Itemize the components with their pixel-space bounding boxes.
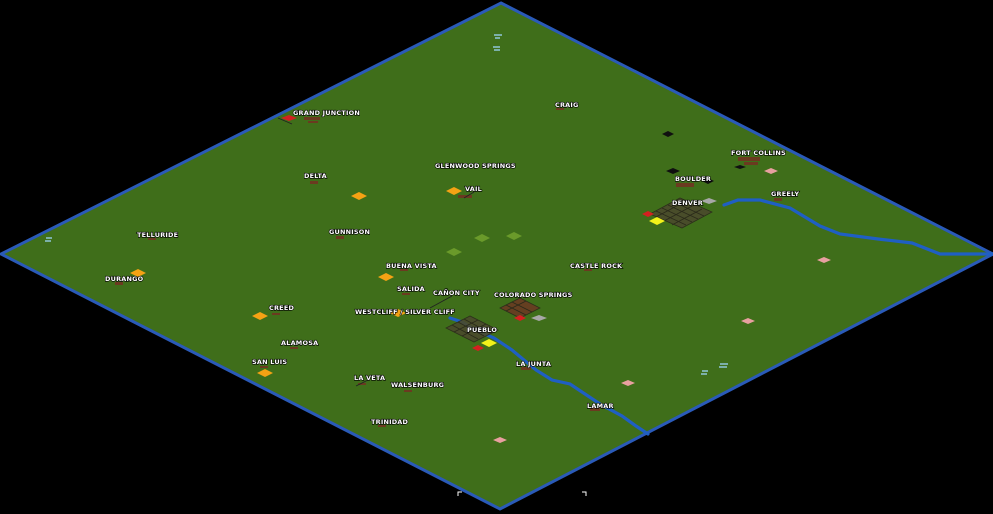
town-label-denver: DENVER bbox=[672, 199, 703, 207]
town-label-boulder: BOULDER bbox=[675, 175, 711, 183]
town-label-gunnison: GUNNISON bbox=[329, 228, 370, 236]
town-label-fort-collins: FORT COLLINS bbox=[731, 149, 786, 157]
town-label-buena-vista: BUENA VISTA bbox=[386, 262, 437, 270]
farmland-industries bbox=[493, 168, 831, 443]
town-label-telluride: TELLURIDE bbox=[137, 231, 178, 239]
town-label-trinidad: TRINIDAD bbox=[371, 418, 409, 426]
town-labels: GRAND JUNCTION CRAIG FORT COLLINS BOULDE… bbox=[104, 100, 799, 426]
town-label-westcliff-silver-cliff: WESTCLIFF / SILVER CLIFF bbox=[355, 308, 455, 316]
town-label-greely: GREELY bbox=[771, 190, 799, 198]
bank-industries bbox=[481, 217, 665, 347]
town-label-alamosa: ALAMOSA bbox=[281, 339, 318, 347]
town-label-pueblo: PUEBLO bbox=[467, 326, 497, 334]
town-label-durango: DURANGO bbox=[105, 275, 144, 283]
town-label-delta: DELTA bbox=[304, 172, 327, 180]
oil-well-industries bbox=[662, 131, 746, 184]
town-label-san-luis: SAN LUIS bbox=[252, 358, 287, 366]
colorado-springs-city-grid bbox=[499, 297, 541, 319]
town-label-walsenburg: WALSENBURG bbox=[391, 381, 444, 389]
roads bbox=[277, 117, 475, 387]
farm-industries bbox=[130, 187, 462, 377]
forest-industries bbox=[446, 232, 522, 256]
town-label-colorado-springs: COLORADO SPRINGS bbox=[494, 291, 573, 299]
town-label-creed: CREED bbox=[269, 304, 294, 312]
town-label-lamar: LAMAR bbox=[587, 402, 614, 410]
denver-city-grid bbox=[649, 197, 713, 229]
pueblo-city-grid bbox=[445, 315, 499, 343]
town-label-grand-junction: GRAND JUNCTION bbox=[293, 109, 360, 117]
industries[interactable] bbox=[130, 115, 831, 443]
town-label-la-junta: LA JUNTA bbox=[516, 360, 551, 368]
fish-icon bbox=[45, 34, 728, 375]
viewport-corner-icon bbox=[457, 491, 587, 496]
town-label-glenwood-springs: GLENWOOD SPRINGS bbox=[435, 162, 516, 170]
power-station-industries bbox=[281, 115, 654, 351]
town-label-la-veta: LA VETA bbox=[354, 374, 385, 382]
town-label-castle-rock: CASTLE ROCK bbox=[570, 262, 623, 270]
factory-industries bbox=[531, 198, 717, 321]
town-label-canon-city: CAÑON CITY bbox=[433, 288, 480, 297]
town-label-craig: CRAIG bbox=[555, 101, 579, 109]
town-label-salida: SALIDA bbox=[397, 285, 425, 293]
town-buildings bbox=[115, 108, 782, 427]
town-label-vail: VAIL bbox=[465, 185, 482, 193]
